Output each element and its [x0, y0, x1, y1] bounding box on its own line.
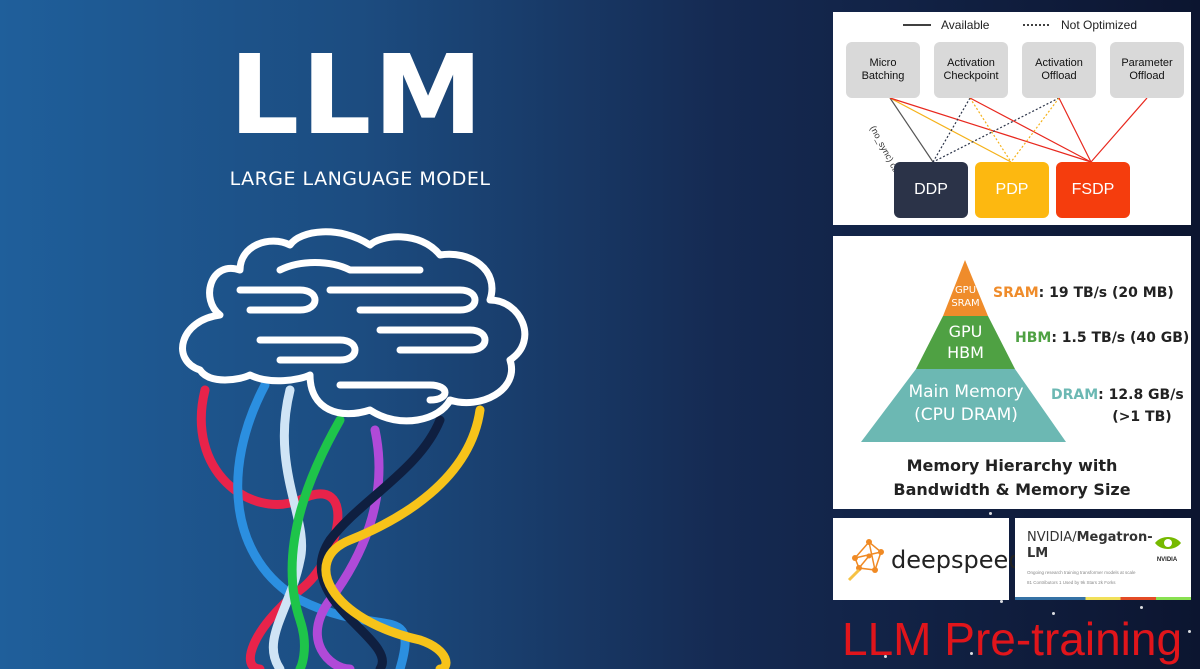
star	[970, 652, 973, 655]
wire-red	[196, 385, 343, 669]
star	[1140, 606, 1143, 609]
star	[884, 655, 887, 658]
nvidia-logo: NVIDIA	[1149, 534, 1185, 563]
hero-section: LLM LARGE LANGUAGE MODEL	[179, 31, 529, 669]
connection-lines	[889, 97, 1148, 163]
sram-tier	[943, 260, 988, 316]
deepspeed-wordmark: deepspeed	[891, 546, 1024, 574]
repo-stats: 81 Contributors 1 Used by 9k Stars 2k Fo…	[1027, 580, 1116, 585]
deepspeed-logo-icon	[847, 539, 884, 582]
pdp-box: PDP	[975, 162, 1049, 218]
language-bar	[1015, 597, 1191, 600]
solid-line-legend-icon	[903, 24, 931, 26]
dram-bandwidth: DRAM: 12.8 GB/s(>1 TB)	[1051, 387, 1184, 425]
hero-subtitle: LARGE LANGUAGE MODEL	[229, 168, 491, 190]
repo-name: NVIDIA/Megatron-LM	[1027, 530, 1153, 561]
megatron-repo-card: NVIDIA/Megatron-LM Ongoing research trai…	[1015, 518, 1191, 600]
star	[1052, 612, 1055, 615]
nvidia-eye-icon	[1155, 537, 1181, 549]
hbm-tier	[916, 316, 1015, 369]
sram-bandwidth: SRAM: 19 TB/s (20 MB)	[993, 285, 1174, 301]
star	[1188, 630, 1191, 633]
hero-title: LLM	[229, 31, 485, 159]
brain-outline	[179, 228, 529, 425]
wire-green	[287, 415, 345, 669]
parallelism-diagram-panel: Available Not Optimized (no_sync) ctx Mi…	[833, 12, 1191, 225]
dram-tier-label: Main Memory(CPU DRAM)	[908, 382, 1024, 425]
wire-yellow	[321, 405, 485, 669]
brain-wires-illustration	[179, 228, 529, 669]
fsdp-box: FSDP	[1056, 162, 1130, 218]
hbm-bandwidth: HBM: 1.5 TB/s (40 GB)	[1015, 330, 1190, 346]
dram-tier	[861, 369, 1066, 442]
deepspeed-logo-panel: deepspeed	[833, 518, 1024, 600]
wire-navy	[316, 415, 445, 669]
star	[1000, 600, 1003, 603]
ddp-box: DDP	[894, 162, 968, 218]
legend-not-optimized: Not Optimized	[1061, 18, 1138, 32]
memory-pyramid	[861, 260, 1066, 442]
legend-available: Available	[941, 18, 990, 32]
wire-blue	[233, 380, 410, 669]
wire-white	[268, 385, 307, 669]
dotted-line-legend-icon	[1023, 24, 1051, 26]
repo-description: Ongoing research training transformer mo…	[1027, 570, 1136, 575]
footer-title: LLM Pre-training	[842, 613, 1183, 665]
star	[989, 512, 992, 515]
